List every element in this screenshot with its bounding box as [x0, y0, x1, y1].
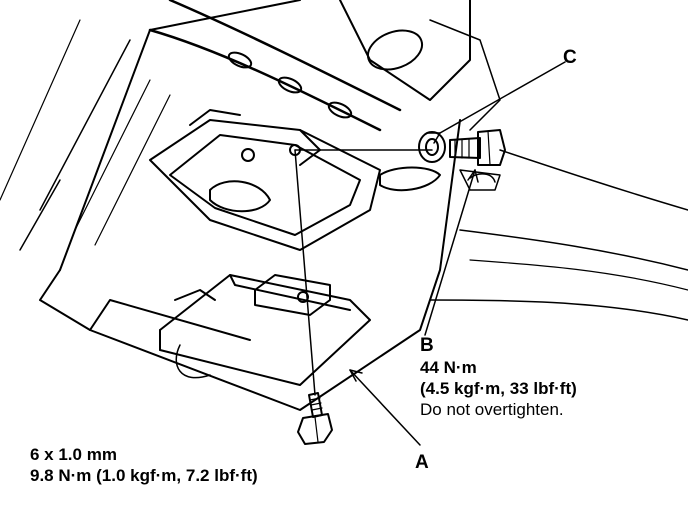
service-hole — [379, 166, 501, 192]
bolt-b-assembly — [418, 129, 506, 166]
bolt-torque: 9.8 N·m (1.0 kgf·m, 7.2 lbf·ft) — [30, 466, 258, 485]
callout-c: C — [563, 47, 577, 68]
leader-b — [424, 169, 476, 336]
leader-a — [349, 369, 421, 446]
callout-a: A — [415, 452, 429, 473]
b-note: Do not overtighten. — [420, 400, 564, 419]
leader-lines — [294, 61, 566, 446]
callout-b: B — [420, 335, 434, 356]
bolt-size: 6 x 1.0 mm — [30, 445, 117, 464]
bracket-pocket — [149, 109, 381, 251]
b-torque-nm: 44 N·m — [420, 358, 477, 377]
small-bolt-axis-line — [294, 149, 316, 396]
exhaust-pipe — [148, 0, 501, 132]
leader-c — [439, 61, 566, 134]
cover-plate-a — [159, 274, 371, 386]
b-torque-alt: (4.5 kgf·m, 33 lbf·ft) — [420, 379, 577, 398]
vehicle-floor-outline — [0, 0, 688, 411]
